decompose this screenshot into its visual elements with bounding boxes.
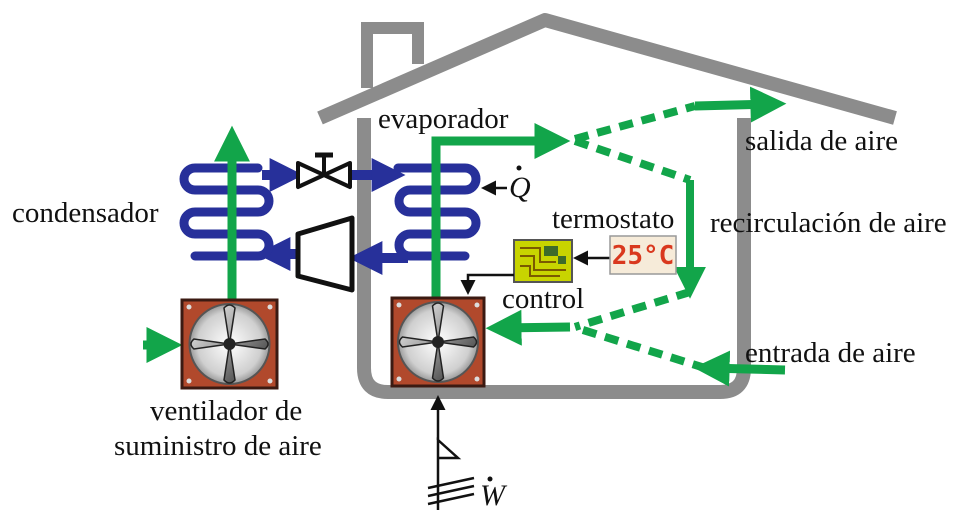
evaporator-air-flow <box>431 123 571 300</box>
control-signal-to-fan <box>460 273 514 295</box>
condenser-label: condensador <box>12 197 159 229</box>
expansion-valve-icon <box>296 152 352 189</box>
circuit-board-icon <box>513 239 573 283</box>
power-input-icon <box>427 395 475 510</box>
evaporator-label: evaporador <box>378 103 509 135</box>
work-symbol: W <box>480 479 508 512</box>
evaporator-fan-icon <box>390 296 486 388</box>
digital-thermostat-icon: 25°C <box>609 235 677 275</box>
heat-symbol: Q <box>509 171 531 204</box>
house-outline-icon <box>317 13 897 399</box>
air-outlet-arrow <box>694 86 787 123</box>
fan-caption-line2: suministro de aire <box>114 430 322 462</box>
recirculation-label: recirculación de aire <box>710 207 947 239</box>
air-outlet-label: salida de aire <box>745 125 898 157</box>
air-flow-dashed <box>573 102 707 372</box>
air-flow <box>143 86 787 387</box>
thermostat-display: 25°C <box>612 241 675 271</box>
compressor-icon <box>295 215 355 293</box>
supply-fan-icon <box>180 298 279 390</box>
fan-caption-line1: ventilador de <box>150 395 302 427</box>
heat-dot <box>516 165 522 171</box>
work-dot <box>487 476 493 482</box>
air-inlet-label: entrada de aire <box>745 337 916 369</box>
thermostat-label: termostato <box>552 203 674 235</box>
refrigerant-loop <box>256 157 408 276</box>
condenser-coil-icon <box>179 163 274 261</box>
air-inlet-arrow <box>693 350 786 387</box>
control-label: control <box>502 283 584 315</box>
return-air-to-fan <box>485 309 571 346</box>
